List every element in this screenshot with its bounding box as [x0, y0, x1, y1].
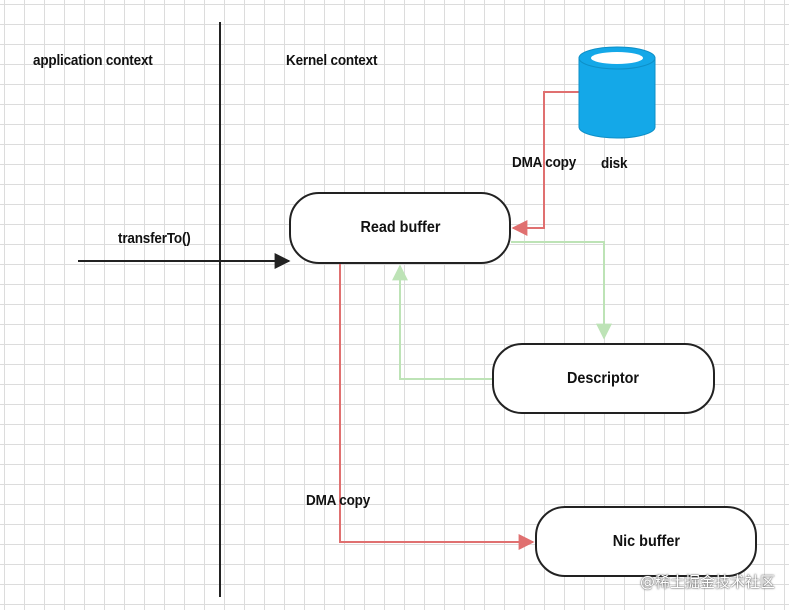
transfer-to-label: transferTo() — [118, 230, 191, 247]
watermark: @稀土掘金技术社区 — [639, 573, 775, 591]
disk-to-read-buffer-arrow — [511, 91, 580, 236]
dma-copy-nic-label: DMA copy — [306, 492, 371, 509]
read-buffer-to-nic-buffer-arrow — [339, 264, 535, 550]
read-buffer-label: Read buffer — [359, 219, 441, 236]
application-context-label: application context — [33, 52, 153, 69]
read-buffer-node: Read buffer — [289, 192, 511, 264]
descriptor-label: Descriptor — [567, 369, 640, 387]
disk-icon — [578, 46, 656, 139]
nic-buffer-label: Nic buffer — [612, 532, 680, 550]
dma-copy-disk-label: DMA copy — [512, 154, 577, 171]
read-buffer-to-descriptor-arrow — [511, 241, 612, 340]
descriptor-to-read-buffer-arrow — [392, 264, 493, 380]
nic-buffer-node: Nic buffer — [535, 506, 757, 577]
kernel-context-label: Kernel context — [286, 52, 378, 69]
descriptor-node: Descriptor — [492, 343, 715, 414]
disk-label: disk — [601, 155, 628, 172]
